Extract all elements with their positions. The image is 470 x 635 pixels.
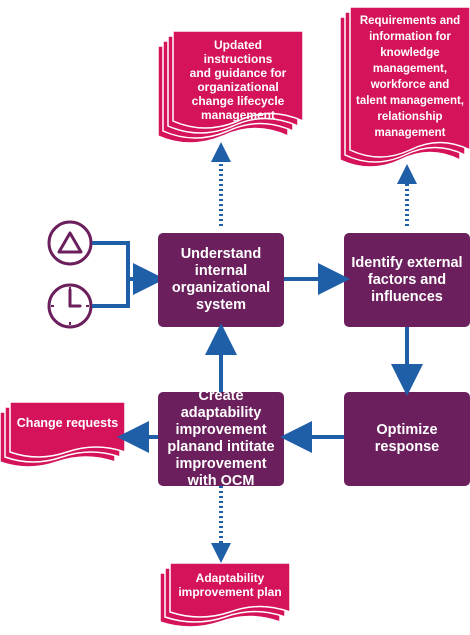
doc-requirements [339,6,470,168]
process-create [158,392,284,486]
process-optimize [344,392,470,486]
doc-updated-instructions [157,30,304,144]
flow-arrows [117,263,423,453]
doc-change-requests [0,401,126,468]
doc-requirements-label: Requirements and information for knowled… [356,15,464,139]
process-identify [344,233,470,327]
doc-adaptability-plan [159,562,291,628]
icon-connectors [92,241,165,308]
process-optimize-label: Optimize response [374,422,440,455]
process-identify-label: Identify external factors and influences [351,254,463,305]
doc-change-requests-label: Change requests [16,416,119,430]
dotted-arrows [211,142,417,563]
process-create-label: Create adaptability improvement planand … [167,388,275,489]
process-understand-label: Understand internal organizational syste… [171,246,271,313]
doc-updated-instructions-label: Updated instructions and guidance for or… [189,38,287,122]
triangle-icon [47,220,93,266]
doc-adaptability-plan-label: Adaptability improvement plan [178,571,282,599]
process-understand [158,233,284,327]
clock-icon [47,283,93,329]
